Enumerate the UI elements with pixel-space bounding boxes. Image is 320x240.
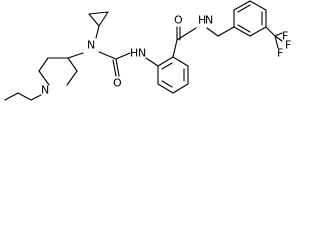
- bond: [67, 57, 78, 72]
- bond: [217, 26, 235, 37]
- bond: [237, 4, 251, 13]
- bond: [145, 57, 159, 67]
- bond: [233, 0, 251, 11]
- bond: [172, 83, 189, 94]
- bond: [38, 57, 49, 72]
- urea-oxygen-label: O: [113, 77, 122, 90]
- bond: [67, 52, 84, 59]
- bond: [161, 80, 173, 88]
- bond: [112, 59, 117, 77]
- bond: [172, 39, 178, 58]
- bond: [274, 35, 283, 42]
- bond: [98, 51, 117, 60]
- bond: [157, 56, 174, 67]
- amide-nh-hydrogen-label: H: [198, 14, 206, 27]
- urea-nh-nitrogen-label: N: [138, 47, 146, 60]
- bond: [172, 56, 189, 67]
- bond: [66, 70, 78, 86]
- bond: [17, 92, 32, 101]
- bond: [38, 70, 50, 86]
- bond: [88, 13, 100, 27]
- bond: [274, 32, 283, 37]
- amide-nh-nitrogen-label: N: [205, 14, 213, 27]
- fluorine-label-3: F: [277, 47, 283, 60]
- bond: [233, 26, 251, 37]
- bond: [249, 26, 267, 37]
- amide-oxygen-label: O: [174, 14, 183, 27]
- urea-nh-hydrogen-label: H: [130, 47, 138, 60]
- bond: [95, 25, 100, 39]
- fluorine-label-1: F: [282, 30, 288, 43]
- bond: [115, 52, 131, 60]
- bond: [98, 11, 109, 27]
- bond: [30, 94, 42, 101]
- bond: [265, 26, 276, 37]
- atom-labels: N N O N H O H N F F F: [41, 14, 291, 97]
- bond: [161, 62, 173, 70]
- bond: [157, 83, 174, 94]
- chemical-structure: N N O N H O H N F F F: [4, 0, 291, 101]
- bond: [274, 35, 279, 49]
- bond: [206, 27, 219, 37]
- bond: [88, 11, 109, 15]
- cyclopropyl-nitrogen-label: N: [87, 39, 95, 52]
- bond: [249, 0, 267, 11]
- bond: [4, 92, 19, 101]
- fluorine-label-2: F: [285, 39, 291, 52]
- bond: [176, 27, 197, 41]
- bond: [237, 24, 251, 33]
- bond: [115, 58, 120, 77]
- bonds: [4, 0, 283, 101]
- piperidine-nitrogen-label: N: [41, 84, 49, 97]
